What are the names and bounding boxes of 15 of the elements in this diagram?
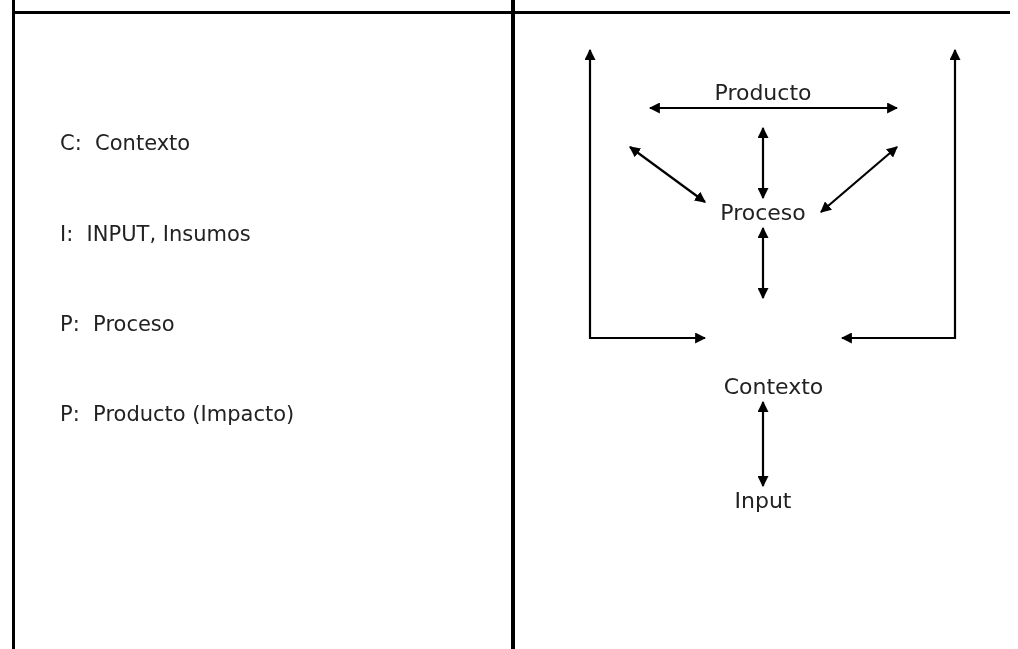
legend-text: P: Producto (Impacto): [60, 402, 295, 426]
node-label: Proceso: [720, 199, 806, 227]
legend-text: P: Proceso: [60, 312, 175, 336]
legend-text: C: Contexto: [60, 131, 191, 155]
node-label: Producto: [714, 79, 812, 107]
node-label: Input: [734, 487, 792, 515]
double-arrow: [629, 146, 706, 203]
double-arrow: [840, 48, 961, 344]
double-arrow: [757, 126, 769, 200]
double-arrow: [757, 400, 769, 488]
double-arrow: [757, 226, 769, 300]
legend-text: I: INPUT, Insumos: [60, 222, 251, 246]
node-label: Contexto: [723, 373, 824, 401]
double-arrow: [820, 146, 898, 213]
double-arrow: [584, 48, 707, 344]
